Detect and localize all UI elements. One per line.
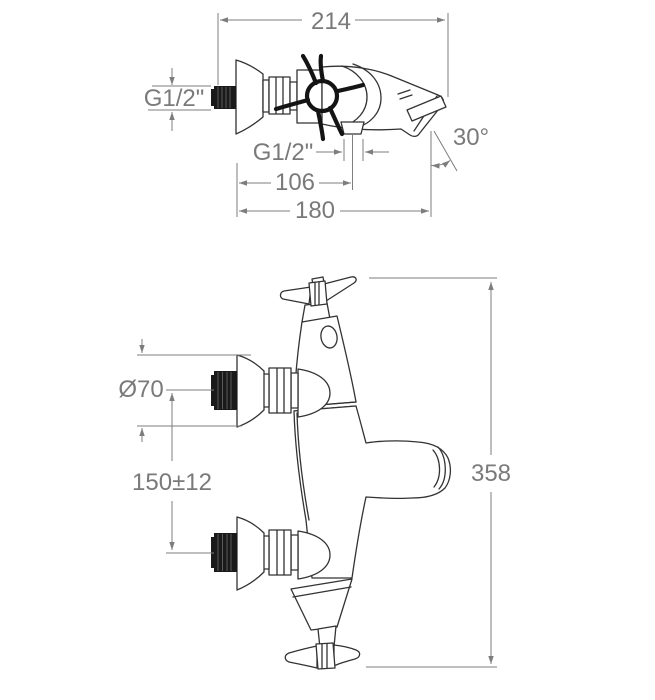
upper-junction-dome bbox=[297, 368, 331, 418]
dim-inlet-spacing: 150±12 bbox=[132, 389, 214, 554]
side-view-faucet-outline bbox=[211, 276, 452, 670]
collar bbox=[290, 372, 299, 409]
wall-nipple bbox=[214, 86, 236, 109]
dim-spout-angle-label: 30° bbox=[453, 124, 489, 151]
top-view: 214 G1/2" G1/2" 106 180 bbox=[144, 8, 489, 224]
dim-inlet-spacing-label: 150±12 bbox=[132, 469, 212, 496]
dim-overall-height: 358 bbox=[366, 277, 511, 668]
bottom-handle-hub bbox=[315, 642, 336, 670]
top-handle-side bbox=[279, 276, 357, 307]
dim-overall-width: 214 bbox=[217, 8, 449, 97]
hex-nut bbox=[268, 367, 292, 414]
top-view-faucet-outline bbox=[211, 59, 447, 138]
top-handle-blade bbox=[279, 286, 312, 305]
lower-leg bbox=[290, 578, 353, 631]
cross-handle bbox=[273, 53, 366, 142]
lower-wall-flange bbox=[236, 516, 265, 591]
wall-flange bbox=[235, 59, 264, 135]
dim-spout-angle: 30° bbox=[431, 124, 489, 172]
upper-wall-flange bbox=[236, 354, 265, 428]
dim-outlet-thread-label: G1/2" bbox=[253, 139, 314, 166]
bottom-handle-blade bbox=[333, 644, 361, 667]
upper-wall-nipple bbox=[214, 371, 237, 410]
dim-outlet-center: 106 bbox=[236, 163, 351, 217]
dim-outlet-thread: G1/2" bbox=[253, 135, 389, 190]
dim-overall-height-label: 358 bbox=[471, 460, 511, 487]
index-hole bbox=[320, 325, 338, 349]
dim-wall-thread: G1/2" bbox=[144, 68, 211, 131]
collar bbox=[290, 534, 299, 571]
lower-wall-nipple bbox=[214, 533, 237, 572]
top-handle-hub bbox=[308, 280, 328, 307]
spout-inner-arc bbox=[432, 449, 441, 488]
collar bbox=[262, 79, 270, 113]
dim-wall-thread-label: G1/2" bbox=[144, 85, 205, 112]
top-handle-blade bbox=[323, 276, 357, 302]
dim-spout-reach: 180 bbox=[239, 131, 432, 224]
shower-outlet-tab bbox=[340, 121, 365, 135]
dim-flange-diameter: Ø70 bbox=[118, 339, 251, 442]
spout-lip bbox=[406, 95, 447, 122]
bottom-handle-blade bbox=[284, 645, 318, 669]
dim-outlet-center-label: 106 bbox=[275, 169, 315, 196]
dim-spout-reach-label: 180 bbox=[295, 197, 335, 224]
spout-inner-arc bbox=[437, 446, 446, 490]
lower-junction-dome bbox=[297, 530, 331, 580]
dim-flange-diameter-label: Ø70 bbox=[118, 376, 163, 403]
dim-overall-width-label: 214 bbox=[311, 8, 351, 35]
side-view: Ø70 150±12 358 bbox=[118, 276, 511, 670]
hex-nut bbox=[268, 529, 292, 576]
